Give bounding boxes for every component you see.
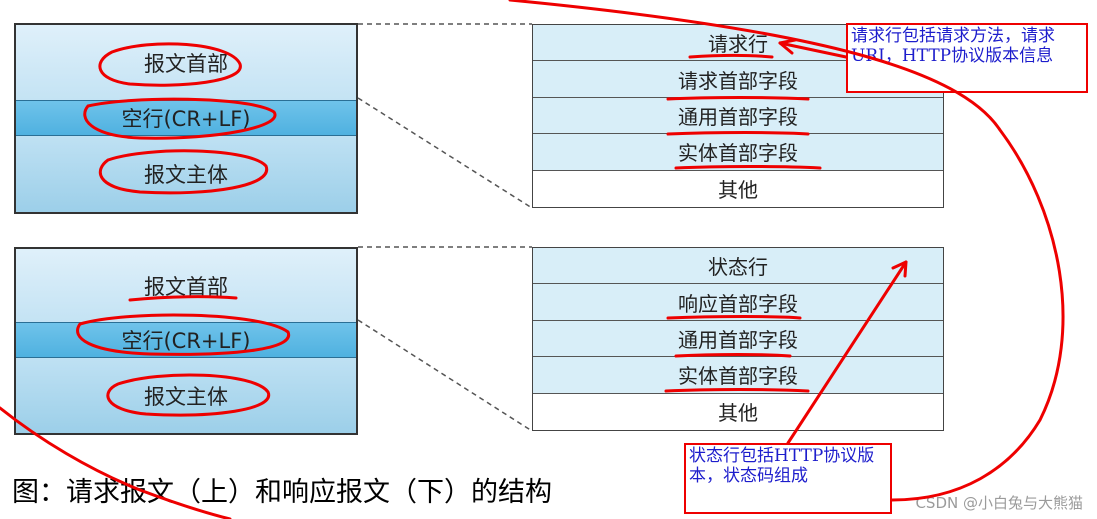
request-line-note: 请求行包括请求方法，请求URI，HTTP协议版本信息	[846, 23, 1088, 93]
request-message-body: 报文主体	[16, 136, 356, 212]
response-entity-header-fields-row: 实体首部字段	[533, 357, 943, 394]
response-message-header: 报文首部	[16, 249, 356, 322]
response-other-row: 其他	[533, 393, 943, 430]
request-blank-line: 空行(CR+LF)	[16, 100, 356, 136]
request-other-row: 其他	[533, 170, 943, 207]
dashed-connectors	[357, 23, 533, 432]
status-line-row: 状态行	[533, 248, 943, 285]
status-line-note: 状态行包括HTTP协议版本，状态码组成	[684, 443, 892, 514]
request-message-block: 报文首部 空行(CR+LF) 报文主体	[14, 23, 358, 214]
response-blank-line: 空行(CR+LF)	[16, 322, 356, 358]
request-message-header: 报文首部	[16, 25, 356, 100]
figure-caption: 图：请求报文（上）和响应报文（下）的结构	[12, 477, 552, 508]
request-general-header-fields-row: 通用首部字段	[533, 97, 943, 135]
response-header-fields-row: 响应首部字段	[533, 284, 943, 321]
request-entity-header-fields-row: 实体首部字段	[533, 134, 943, 171]
response-message-block: 报文首部 空行(CR+LF) 报文主体	[14, 247, 358, 435]
response-general-header-fields-row: 通用首部字段	[533, 320, 943, 358]
response-header-fields-table: 状态行 响应首部字段 通用首部字段 实体首部字段 其他	[532, 247, 944, 431]
watermark: CSDN @小白兔与大熊猫	[915, 494, 1083, 512]
response-message-body: 报文主体	[16, 358, 356, 433]
